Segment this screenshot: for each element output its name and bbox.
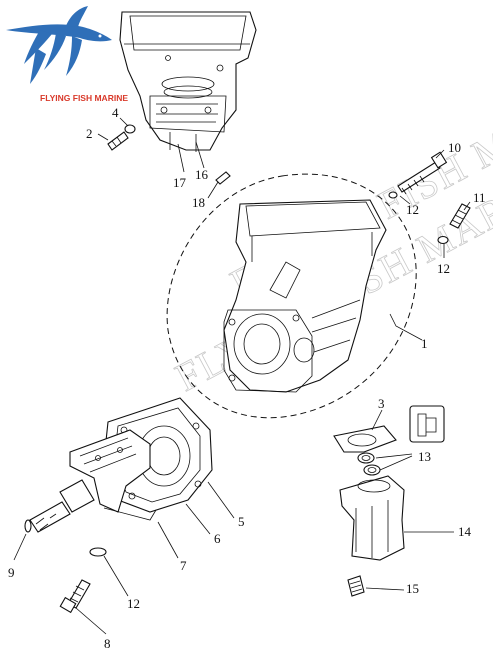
tube-housing-14: [339, 475, 405, 561]
callout-12-right: 12: [437, 261, 450, 276]
screw-2: [107, 124, 136, 151]
callout-11: 11: [473, 190, 486, 205]
callout-12-lower: 12: [127, 596, 140, 611]
callout-4: 4: [112, 105, 119, 120]
pin-18: [215, 171, 231, 185]
callout-13: 13: [418, 449, 431, 464]
flying-fish-logo: FLYING FISH MARINE: [6, 6, 128, 103]
callout-1: 1: [421, 336, 428, 351]
seals-13: [357, 405, 445, 476]
callout-3: 3: [378, 396, 385, 411]
callout-5: 5: [238, 514, 245, 529]
gasket-3: [333, 425, 397, 453]
callout-14: 14: [458, 524, 472, 539]
callout-8: 8: [104, 636, 111, 651]
callout-18: 18: [192, 195, 205, 210]
screw-15: [347, 575, 365, 597]
callout-12-upper: 12: [406, 202, 419, 217]
callout-9: 9: [8, 565, 15, 580]
callout-6: 6: [214, 531, 221, 546]
adapter-assembly: [69, 397, 213, 521]
washer-12-lower: [89, 547, 107, 557]
callout-10: 10: [448, 140, 461, 155]
callout-16: 16: [195, 167, 209, 182]
bolt-8: [59, 579, 91, 614]
callout-7: 7: [180, 558, 187, 573]
logo-text: FLYING FISH MARINE: [40, 93, 128, 103]
callout-17: 17: [173, 175, 187, 190]
callout-labels: 1 2 3 4 5 6 7 8 9 10 11 12 12 12 13 14 1…: [8, 105, 486, 651]
fish-icon: [6, 6, 112, 84]
leader-lines: [13, 117, 471, 635]
callout-15: 15: [406, 581, 419, 596]
fitting-9: [24, 479, 95, 533]
bolt-11: [437, 203, 471, 245]
upper-housing: [119, 11, 257, 152]
callout-2: 2: [86, 126, 93, 141]
bolt-10: [388, 151, 448, 199]
main-housing: [166, 173, 417, 419]
